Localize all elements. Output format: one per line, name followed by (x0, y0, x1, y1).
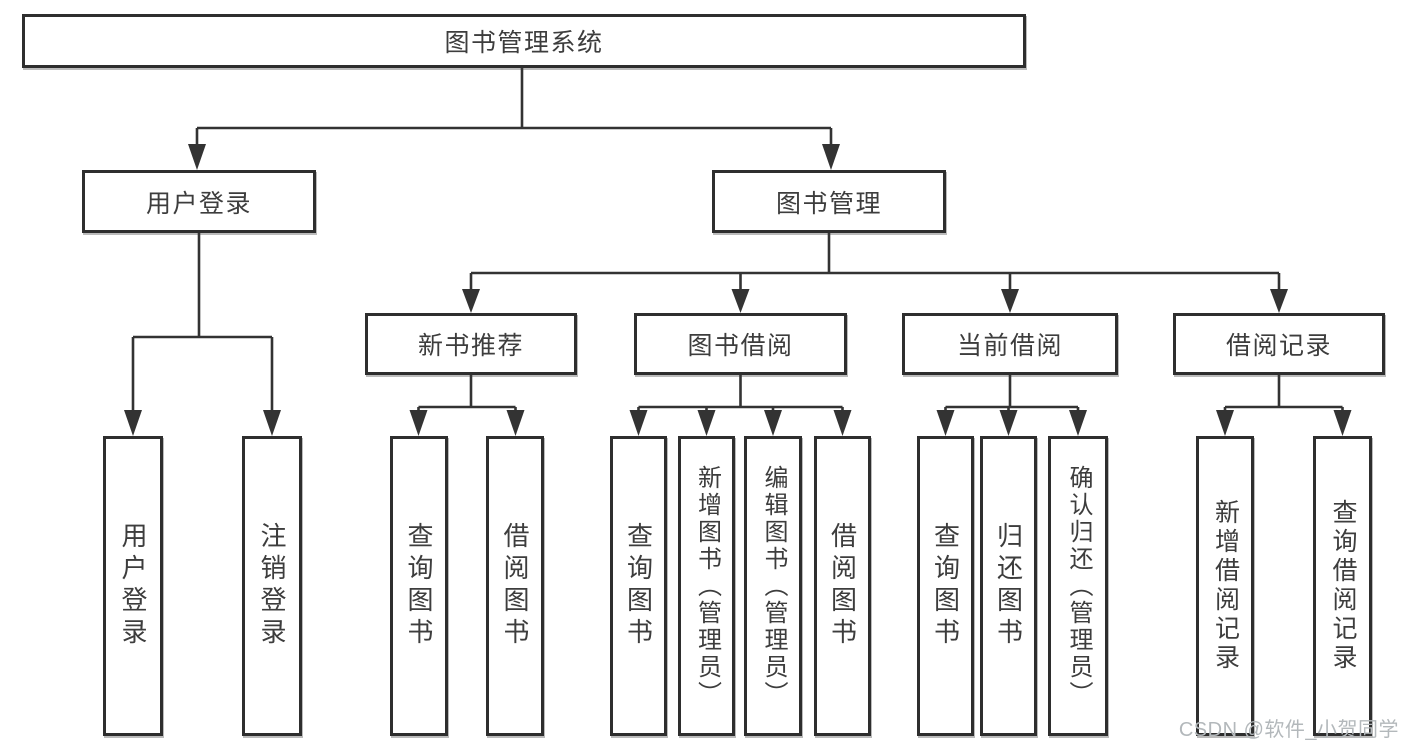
node-label: 借阅图书 (827, 522, 858, 650)
node-branch-book-management: 图书管理 (712, 170, 946, 233)
node-label: 查询图书 (404, 522, 434, 650)
arrow-down-icon (188, 144, 206, 170)
node-leaf-confirm-return-admin: 确认归还（管理员） (1048, 436, 1108, 736)
arrow-down-icon (764, 410, 782, 436)
node-label: 归还图书 (993, 522, 1024, 650)
node-leaf-query-borrow-record: 查询借阅记录 (1313, 436, 1372, 736)
node-section-new-book-recommend: 新书推荐 (365, 313, 577, 375)
node-label: 新增借阅记录 (1211, 499, 1240, 673)
arrow-down-icon (1333, 410, 1352, 436)
node-label: 用户登录 (145, 189, 252, 218)
arrow-down-icon (1216, 410, 1234, 436)
connector-root (195, 68, 833, 150)
node-leaf-add-borrow-record: 新增借阅记录 (1196, 436, 1254, 736)
node-label: 查询图书 (623, 522, 654, 650)
arrow-down-icon (833, 410, 852, 436)
node-label: 注销登录 (257, 522, 287, 650)
node-label: 新书推荐 (417, 332, 524, 360)
connector-new-book-recommend (417, 375, 517, 414)
connector-book-borrowing (637, 375, 844, 414)
node-label: 图书借阅 (687, 332, 794, 360)
connector-borrowing-records (1223, 375, 1344, 414)
arrow-down-icon (1069, 410, 1087, 436)
connector-user-login (131, 233, 274, 414)
node-leaf-edit-book-admin: 编辑图书（管理员） (744, 436, 802, 736)
csdn-watermark: CSDN @软件_小贺同学 (1178, 719, 1399, 741)
arrow-down-icon (409, 410, 428, 436)
connector-current-borrowing (944, 375, 1080, 414)
node-leaf-return-book: 归还图书 (980, 436, 1037, 736)
node-leaf-borrow-book-recommend: 借阅图书 (486, 436, 544, 736)
node-section-current-borrowing: 当前借阅 (902, 313, 1118, 375)
node-label: 新增图书（管理员） (693, 464, 721, 708)
node-label: 图书管理 (775, 189, 882, 218)
node-label: 借阅记录 (1225, 332, 1332, 360)
arrow-down-icon (822, 144, 840, 170)
arrow-down-icon (462, 289, 480, 313)
connector-book-management (469, 233, 1281, 293)
node-label: 当前借阅 (956, 332, 1063, 360)
arrow-down-icon (1270, 289, 1288, 313)
node-section-borrowing-records: 借阅记录 (1173, 313, 1385, 375)
node-leaf-query-book-current: 查询图书 (917, 436, 974, 736)
node-leaf-logout: 注销登录 (242, 436, 302, 736)
arrow-down-icon (263, 410, 281, 436)
node-label: 查询借阅记录 (1329, 499, 1357, 673)
arrow-down-icon (731, 289, 750, 313)
node-label: 借阅图书 (500, 522, 530, 650)
arrow-down-icon (629, 410, 648, 436)
arrow-down-icon (697, 410, 716, 436)
arrow-down-icons (124, 144, 1352, 436)
node-label: 确认归还（管理员） (1065, 464, 1092, 708)
node-label: 编辑图书（管理员） (760, 464, 787, 708)
node-branch-user-login: 用户登录 (82, 170, 316, 233)
node-section-book-borrowing: 图书借阅 (634, 313, 847, 375)
arrow-down-icon (506, 410, 525, 436)
node-leaf-add-book-admin: 新增图书（管理员） (678, 436, 735, 736)
node-leaf-query-book-recommend: 查询图书 (390, 436, 448, 736)
arrow-down-icon (1001, 289, 1019, 313)
node-label: 用户登录 (118, 522, 148, 650)
node-leaf-user-login: 用户登录 (103, 436, 163, 736)
node-label: 图书管理系统 (444, 29, 604, 57)
node-leaf-query-book-borrowing: 查询图书 (610, 436, 667, 736)
node-label: 查询图书 (930, 522, 961, 650)
node-root: 图书管理系统 (22, 14, 1026, 68)
arrow-down-icon (999, 410, 1018, 436)
node-leaf-borrow-book: 借阅图书 (814, 436, 871, 736)
arrow-down-icon (124, 410, 142, 436)
arrow-down-icon (936, 410, 955, 436)
